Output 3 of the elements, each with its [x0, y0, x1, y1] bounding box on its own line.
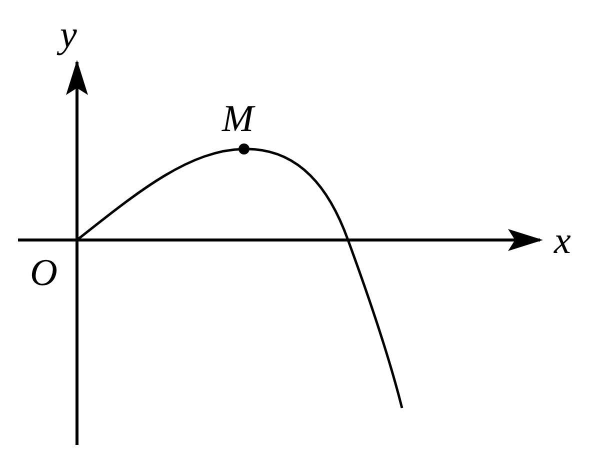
axis-label: x — [554, 222, 571, 260]
point-label: M — [222, 100, 254, 138]
origin-label: O — [30, 254, 58, 292]
